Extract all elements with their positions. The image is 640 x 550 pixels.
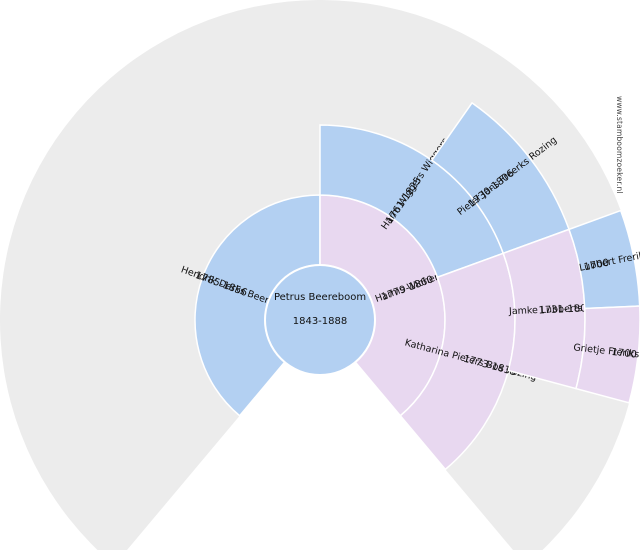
ancestor-dates: 1731-1806 [538, 303, 593, 316]
ancestor-dates: 1700 [583, 258, 610, 274]
ancestor-dates: 1700 [611, 347, 637, 361]
root-person-circle[interactable] [264, 264, 376, 376]
site-watermark: www.stamboomzoeker.nl [615, 96, 624, 194]
root-person[interactable]: Petrus Beereboom 1843-1888 [264, 264, 376, 376]
root-person-dates: 1843-1888 [293, 316, 348, 327]
ancestor-name: Jamke Lubberts [508, 303, 583, 317]
root-person-name: Petrus Beereboom [274, 292, 366, 303]
